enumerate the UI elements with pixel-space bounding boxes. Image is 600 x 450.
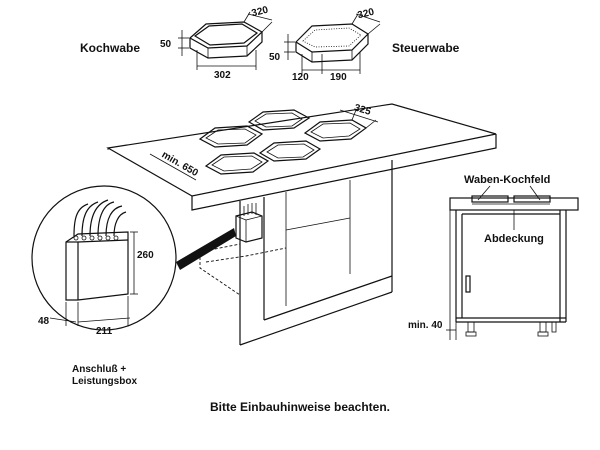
steuerwabe-label: Steuerwabe bbox=[392, 41, 460, 55]
steuerwabe-height-label: 50 bbox=[269, 52, 281, 63]
cutout-depth-label: 325 bbox=[353, 103, 373, 119]
steuerwabe-hexagon bbox=[295, 23, 369, 63]
hob-cutout bbox=[198, 109, 368, 175]
installation-note: Bitte Einbauhinweise beachten. bbox=[209, 400, 391, 414]
connection-box-detail bbox=[31, 185, 177, 331]
worktop bbox=[106, 103, 497, 211]
box-height-label: 260 bbox=[137, 250, 154, 261]
abdeckung-label: Abdeckung bbox=[484, 233, 544, 245]
connection-box-dimensions: 260 48 211 bbox=[38, 231, 154, 337]
kochwabe-depth-label: 302 bbox=[214, 70, 231, 81]
base-cabinet bbox=[199, 160, 393, 346]
kochwabe-width-label: 320 bbox=[250, 5, 269, 20]
waben-kochfeld-label: Waben-Kochfeld bbox=[464, 174, 550, 186]
anschluss-label-line1: Anschluß + bbox=[72, 364, 126, 375]
anschluss-label-line2: Leistungsbox bbox=[72, 376, 137, 387]
kochwabe-height-label: 50 bbox=[160, 39, 172, 50]
steuerwabe-a-label: 120 bbox=[292, 72, 309, 83]
steuerwabe-dimensions: 320 50 120 190 bbox=[269, 7, 381, 83]
cabinet-section bbox=[446, 195, 579, 340]
cutout-dimensions: 325 min. 650 bbox=[149, 103, 379, 181]
kochwabe-hexagon bbox=[188, 21, 264, 59]
steuerwabe-width-label: 320 bbox=[356, 7, 375, 22]
box-width-label: 211 bbox=[96, 326, 113, 337]
steuerwabe-b-label: 190 bbox=[330, 72, 347, 83]
min-40-label: min. 40 bbox=[408, 320, 443, 331]
min-650-label: min. 650 bbox=[160, 149, 201, 179]
kochwabe-label: Kochwabe bbox=[80, 41, 140, 55]
connection-box-installed bbox=[235, 203, 263, 243]
callout-pointer bbox=[176, 228, 236, 270]
kochwabe-dimensions: 320 50 302 bbox=[160, 5, 273, 81]
box-depth-label: 48 bbox=[38, 316, 50, 327]
